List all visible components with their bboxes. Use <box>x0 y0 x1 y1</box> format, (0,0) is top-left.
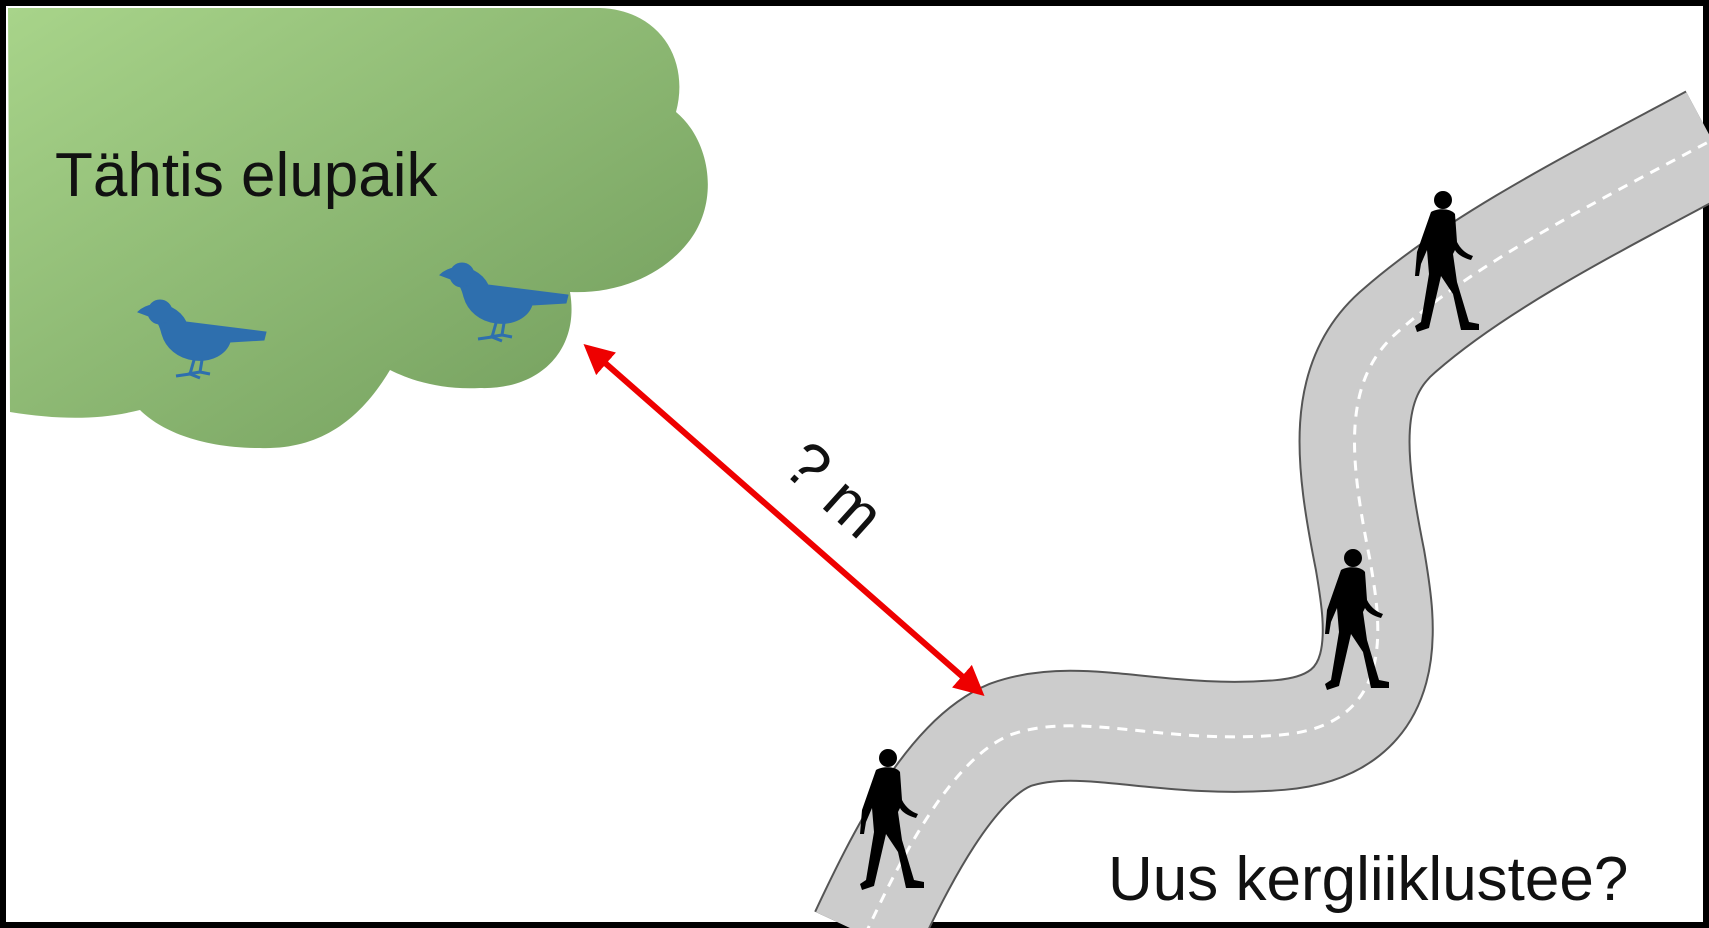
path-label: Uus kergliiklustee? <box>1108 845 1628 914</box>
double-arrow-icon <box>583 344 985 696</box>
habitat-label: Tähtis elupaik <box>55 141 439 210</box>
proposed-path <box>814 90 1709 928</box>
path-center-line <box>866 139 1709 928</box>
